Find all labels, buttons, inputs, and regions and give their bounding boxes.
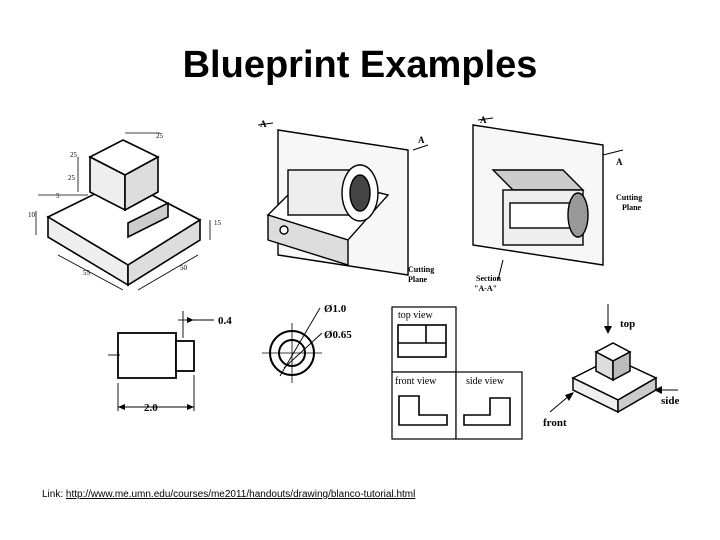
diameter-outer-label: Ø1.0	[324, 303, 347, 315]
small-isometric-drawing: top side front	[538, 300, 688, 430]
section-label: Section	[476, 274, 501, 283]
iso-side-label: side	[661, 395, 679, 407]
footer-link-row: Link: http://www.me.umn.edu/courses/me20…	[42, 489, 415, 500]
marker-a-2: A	[418, 135, 425, 145]
top-view-label: top view	[398, 310, 433, 321]
tutorial-link[interactable]: http://www.me.umn.edu/courses/me2011/han…	[65, 489, 416, 500]
diameter-inner-label: Ø0.65	[324, 329, 352, 341]
section-name: "A-A"	[474, 284, 497, 293]
side-view-label: side view	[466, 376, 505, 387]
circle-view-drawing: Ø1.0 Ø0.65	[262, 298, 382, 388]
iso-dim-6: 15	[214, 219, 222, 227]
orthographic-views: top view front view side view	[385, 303, 525, 443]
iso-dim-2: 25	[70, 151, 78, 159]
front-view-label: front view	[395, 376, 437, 387]
marker-a-3: A	[480, 115, 487, 125]
iso-top-label: top	[620, 318, 635, 330]
iso-dim-3: 25	[68, 174, 76, 182]
dimensioned-part-drawing: 0.4 2.0	[98, 303, 238, 418]
dim-top-label: 0.4	[218, 315, 232, 327]
isometric-block-drawing: 25 25 25 5 10 15 55 50	[28, 125, 228, 300]
iso-front-label: front	[543, 417, 567, 429]
iso-dim-5: 10	[28, 211, 36, 219]
dim-length-label: 2.0	[144, 402, 158, 414]
iso-dim-4: 5	[56, 192, 60, 200]
iso-dim-7: 55	[83, 269, 91, 277]
link-prefix: Link:	[42, 489, 64, 500]
marker-a-4: A	[616, 157, 623, 167]
marker-a-1: A	[260, 119, 267, 129]
iso-dim-1: 25	[156, 132, 164, 140]
slide-title: Blueprint Examples	[182, 44, 538, 86]
iso-dim-8: 50	[180, 264, 188, 272]
